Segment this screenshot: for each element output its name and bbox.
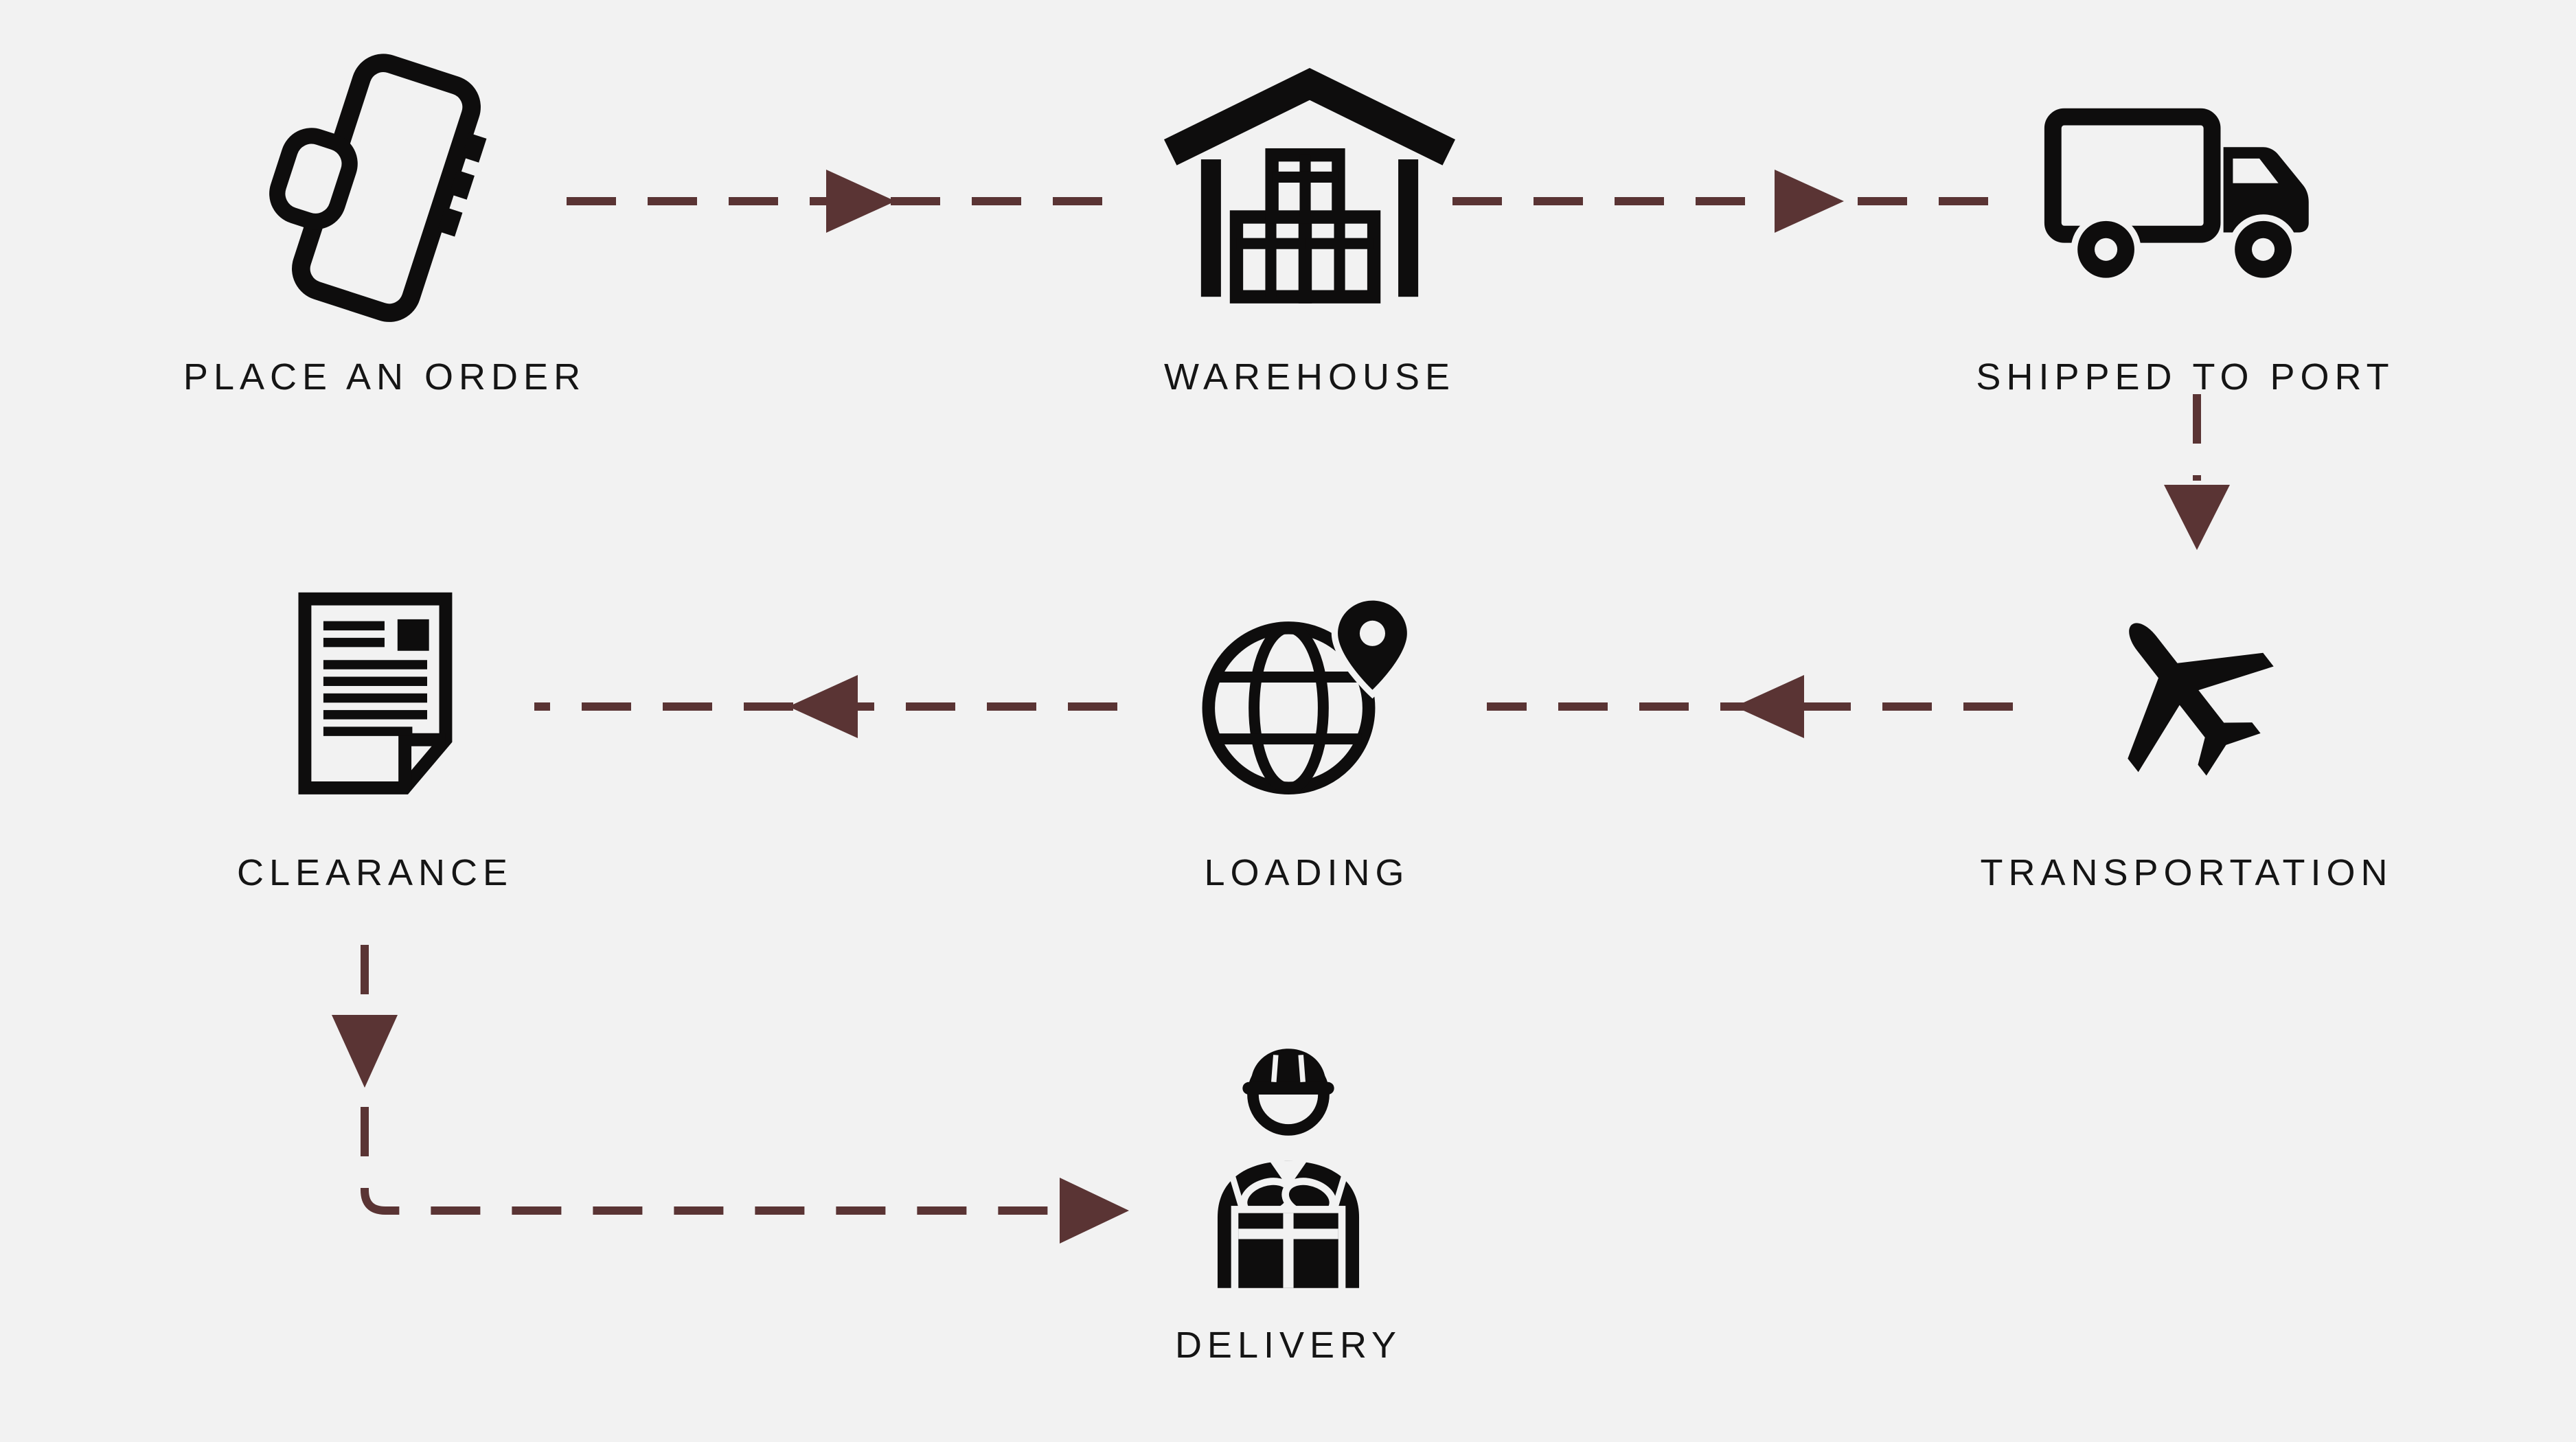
document-icon <box>286 558 464 832</box>
arrowhead-right-3 <box>1060 1178 1129 1244</box>
connector-clearance-delivery <box>361 945 1051 1215</box>
step-label-place-order: PLACE AN ORDER <box>183 356 586 398</box>
step-transportation: TRANSPORTATION <box>1980 558 2393 894</box>
warehouse-icon <box>1163 48 1456 336</box>
globe-location-icon <box>1187 558 1427 832</box>
arrowhead-left-1 <box>1735 675 1804 738</box>
step-label-loading: LOADING <box>1204 852 1410 893</box>
step-label-clearance: CLEARANCE <box>236 852 514 893</box>
step-delivery: DELIVERY <box>1163 1030 1413 1366</box>
delivery-truck-icon <box>2041 48 2329 336</box>
arrowhead-down-1 <box>2164 485 2230 550</box>
arrowhead-down-2 <box>332 1015 398 1088</box>
airplane-icon <box>2084 558 2290 832</box>
step-label-delivery: DELIVERY <box>1174 1325 1402 1366</box>
step-clearance: CLEARANCE <box>237 558 513 894</box>
smartphone-order-icon <box>258 48 510 336</box>
arrowhead-left-2 <box>788 675 858 738</box>
courier-package-icon <box>1163 1030 1413 1305</box>
step-label-transportation: TRANSPORTATION <box>1980 852 2393 893</box>
step-place-order: PLACE AN ORDER <box>183 48 586 398</box>
step-label-shipped-to-port: SHIPPED TO PORT <box>1976 356 2395 398</box>
arrowhead-right-2 <box>1775 170 1844 233</box>
location-pin-icon <box>1331 593 1414 698</box>
step-shipped-to-port: SHIPPED TO PORT <box>1976 48 2394 398</box>
step-loading: LOADING <box>1187 558 1427 894</box>
step-label-warehouse: WAREHOUSE <box>1163 356 1456 398</box>
step-warehouse: WAREHOUSE <box>1163 48 1456 398</box>
arrowhead-right-1 <box>826 170 896 233</box>
